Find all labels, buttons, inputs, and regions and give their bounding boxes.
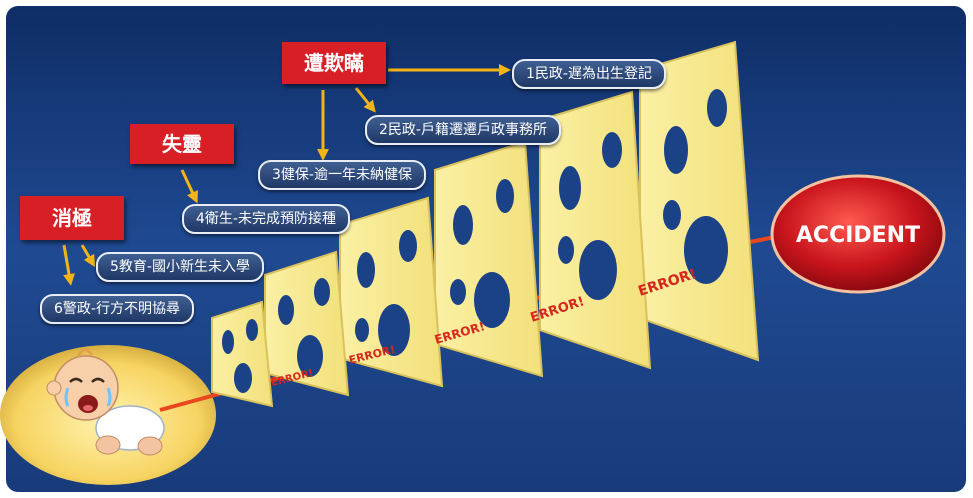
arrow: [180, 169, 198, 204]
arrow: [354, 87, 376, 113]
accident-label: ACCIDENT: [796, 223, 920, 248]
failure-tag-malfunction: 失靈: [130, 124, 234, 164]
cheese-slice-2: [264, 250, 350, 397]
failure-tag-passive: 消極: [20, 196, 124, 240]
arrow: [80, 244, 96, 268]
agency-pill-5: 5教育-國小新生未入學: [96, 252, 264, 282]
agency-pill-4: 4衛生-未完成預防接種: [182, 204, 350, 234]
agency-pill-6: 6警政-行方不明協尋: [40, 294, 194, 324]
crying-baby-icon: [46, 348, 165, 456]
failure-tag-deceived: 遭欺瞞: [282, 42, 386, 84]
cheese-slice-6: [639, 40, 760, 362]
agency-pill-1: 1民政-遅為出生登記: [512, 59, 666, 89]
cheese-slice-1: [211, 300, 274, 408]
agency-pill-2: 2民政-戶籍遷遷戶政事務所: [365, 115, 561, 145]
arrow: [62, 244, 75, 286]
cheese-slice-5: [539, 90, 652, 370]
cheese-slice-3: [339, 196, 444, 388]
agency-pill-3: 3健保-逾一年未納健保: [258, 160, 426, 190]
accident-balloon: [770, 174, 946, 294]
cheese-slice-4: [434, 140, 544, 378]
